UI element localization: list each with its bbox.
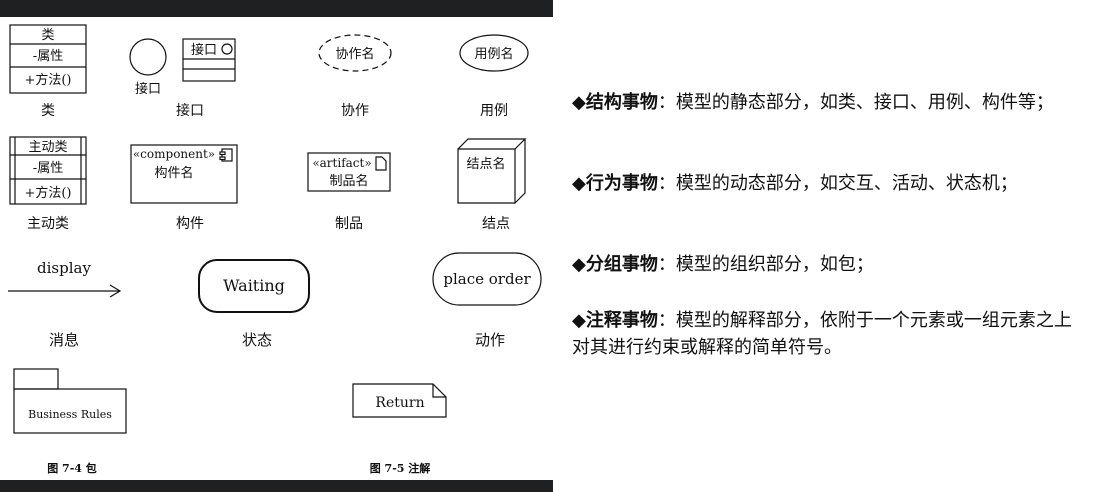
package-label: Business Rules	[28, 408, 112, 421]
interface-caption: 接口	[176, 102, 204, 119]
bullet-description: ：模型的解释部分，依附于一个元素或一组元素之上对其进行约束或解释的简单符号。	[572, 310, 1072, 358]
active-class-name: 主动类	[28, 140, 67, 155]
bullet-description: ：模型的静态部分，如类、接口、用例、构件等；	[657, 92, 1054, 113]
bullet-icon: ◆	[572, 92, 586, 113]
bullet-structural-things: ◆结构事物：模型的静态部分，如类、接口、用例、构件等；	[572, 89, 1087, 116]
active-class-box	[9, 136, 87, 205]
state-caption: 状态	[242, 331, 272, 349]
bullet-icon: ◆	[572, 254, 586, 275]
node-name: 结点名	[466, 156, 505, 172]
note-label: Return	[375, 395, 424, 411]
artifact-stereotype: «artifact»	[312, 156, 371, 170]
active-class-caption: 主动类	[27, 216, 69, 232]
description-panel	[553, 0, 1119, 492]
collaboration-caption: 协作	[341, 103, 369, 119]
package-tab	[13, 368, 59, 390]
bullet-term: 行为事物	[585, 173, 658, 194]
action-label: place order	[443, 270, 531, 288]
use-case-ellipse	[459, 34, 529, 72]
bullet-term: 分组事物	[585, 254, 658, 275]
bullet-icon: ◆	[572, 173, 586, 194]
class-method: +方法()	[24, 72, 71, 88]
class-attribute: -属性	[33, 49, 63, 64]
component-name: 构件名	[154, 165, 193, 181]
interface-lollipop-icon	[129, 38, 167, 76]
bullet-annotational-things: ◆注释事物：模型的解释部分，依附于一个元素或一组元素之上对其进行约束或解释的简单…	[572, 307, 1087, 361]
message-label: display	[37, 259, 91, 277]
bullet-term: 注释事物	[585, 310, 658, 331]
package-body	[13, 388, 127, 434]
action-rounded-rect	[432, 252, 542, 306]
bullet-icon: ◆	[572, 310, 586, 331]
interface-box	[182, 38, 236, 82]
state-label: Waiting	[223, 276, 285, 295]
artifact-caption: 制品	[335, 216, 363, 232]
artifact-box	[307, 152, 391, 192]
bullet-term: 结构事物	[585, 92, 658, 113]
interface-circle-label: 接口	[135, 81, 161, 97]
node-caption: 结点	[482, 216, 510, 232]
use-case-label: 用例名	[474, 46, 513, 62]
bullet-description: ：模型的组织部分，如包；	[657, 254, 874, 275]
component-caption: 构件	[176, 216, 204, 232]
artifact-name: 制品名	[329, 173, 368, 189]
bullet-description: ：模型的动态部分，如交互、活动、状态机；	[657, 173, 1018, 194]
class-caption: 类	[41, 103, 55, 119]
note-shape	[352, 383, 447, 418]
component-box	[130, 144, 238, 204]
message-caption: 消息	[49, 331, 79, 349]
uml-things-figure: 类 -属性 +方法() 类 接口 接口 接口 协作名 协作 用例名 用例 主动类…	[0, 17, 553, 480]
active-class-method: +方法()	[24, 185, 71, 201]
class-name: 类	[41, 28, 54, 43]
package-caption: 图 7-4 包	[47, 461, 97, 475]
bullet-behavioral-things: ◆行为事物：模型的动态部分，如交互、活动、状态机；	[572, 170, 1087, 197]
collaboration-label: 协作名	[335, 46, 374, 62]
uml-diagram-canvas: 类 -属性 +方法() 类 接口 接口 接口 协作名 协作 用例名 用例 主动类…	[8, 24, 542, 475]
component-stereotype: «component»	[133, 147, 215, 161]
action-caption: 动作	[475, 331, 505, 349]
state-rounded-rect	[198, 259, 310, 313]
note-caption: 图 7-5 注解	[370, 461, 431, 475]
active-class-attribute: -属性	[33, 161, 63, 176]
class-box	[9, 24, 87, 94]
interface-box-label: 接口	[191, 42, 217, 58]
collaboration-ellipse	[318, 34, 392, 72]
use-case-caption: 用例	[480, 103, 508, 119]
bullet-grouping-things: ◆分组事物：模型的组织部分，如包；	[572, 251, 1087, 278]
